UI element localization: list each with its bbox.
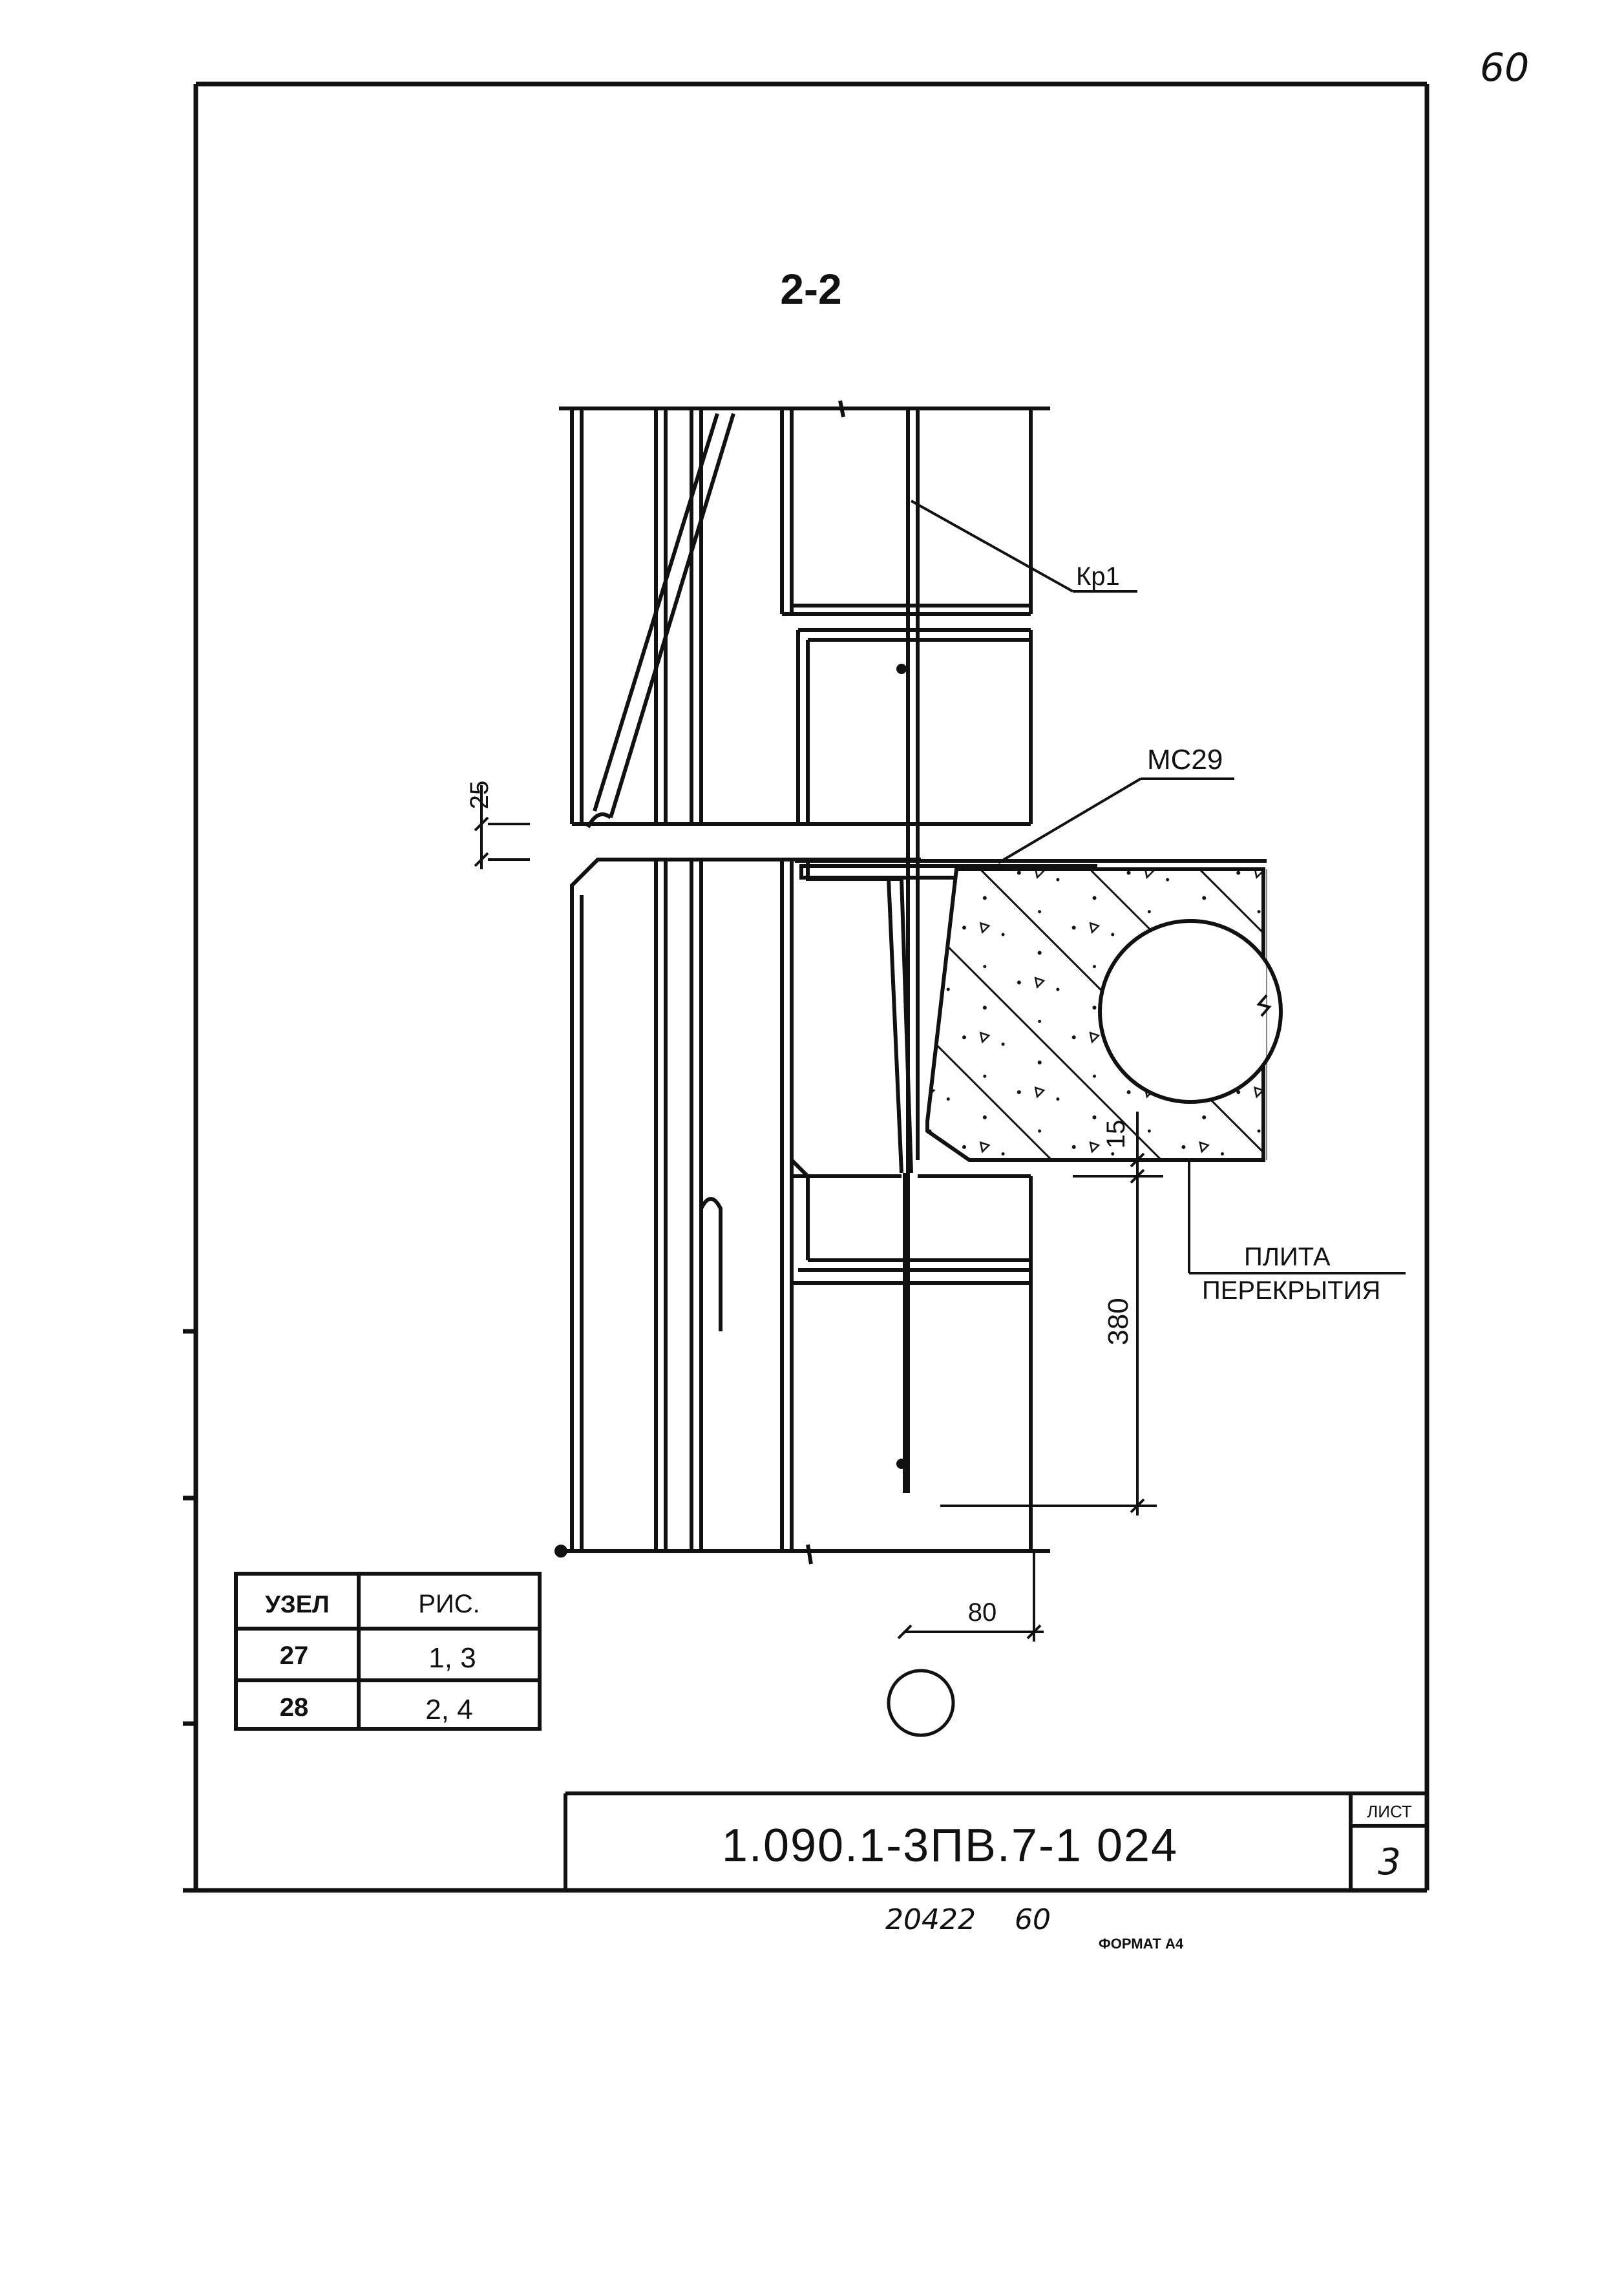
archive-page: 60 <box>1015 1903 1051 1936</box>
callout-slab-line1: ПЛИТА <box>1244 1243 1331 1271</box>
drawing-designation: 1.090.1-3ПВ.7-1 024 <box>722 1820 1178 1872</box>
dimension-horizontal <box>897 1551 1044 1642</box>
dimension-cover-value: 15 <box>1102 1120 1130 1149</box>
sheet-frame <box>183 81 1429 1893</box>
callout-leaders <box>911 500 1406 1274</box>
callout-slab-line2: ПЕРЕКРЫТИЯ <box>1202 1276 1380 1305</box>
dimension-offset-value: 80 <box>968 1598 997 1627</box>
node-table-header-figure: РИС. <box>418 1590 480 1618</box>
archive-number: 20422 <box>885 1903 976 1936</box>
axis-marker <box>887 1669 955 1737</box>
node-table <box>234 1572 542 1731</box>
dimension-gap <box>474 785 530 869</box>
reinforcement-bar-kr1 <box>896 408 920 1493</box>
node-table-cell: 2, 4 <box>425 1694 472 1726</box>
sheet-number: 3 <box>1378 1841 1401 1883</box>
node-table-header-node: УЗЕЛ <box>265 1591 329 1618</box>
section-title: 2-2 <box>780 265 841 313</box>
lower-wall-panel <box>554 858 1050 1565</box>
sheet-label: ЛИСТ <box>1367 1802 1412 1821</box>
dimension-vertical <box>940 1112 1163 1516</box>
floor-slab <box>925 867 1283 1162</box>
title-block <box>564 1791 1427 1890</box>
handwritten-sheet-number: 60 <box>1480 45 1529 90</box>
node-table-cell: 1, 3 <box>428 1642 476 1674</box>
dimension-depth-value: 380 <box>1102 1298 1134 1345</box>
node-table-cell: 28 <box>280 1693 309 1722</box>
upper-wall-panel <box>559 400 1050 829</box>
format-label: ФОРМАТ А4 <box>1099 1936 1184 1952</box>
callout-kr1: Кр1 <box>1076 562 1120 591</box>
dimension-gap-value: 25 <box>465 781 494 810</box>
node-table-cell: 27 <box>280 1642 309 1670</box>
slab-void <box>1098 919 1283 1104</box>
callout-mc29: МС29 <box>1147 744 1223 776</box>
